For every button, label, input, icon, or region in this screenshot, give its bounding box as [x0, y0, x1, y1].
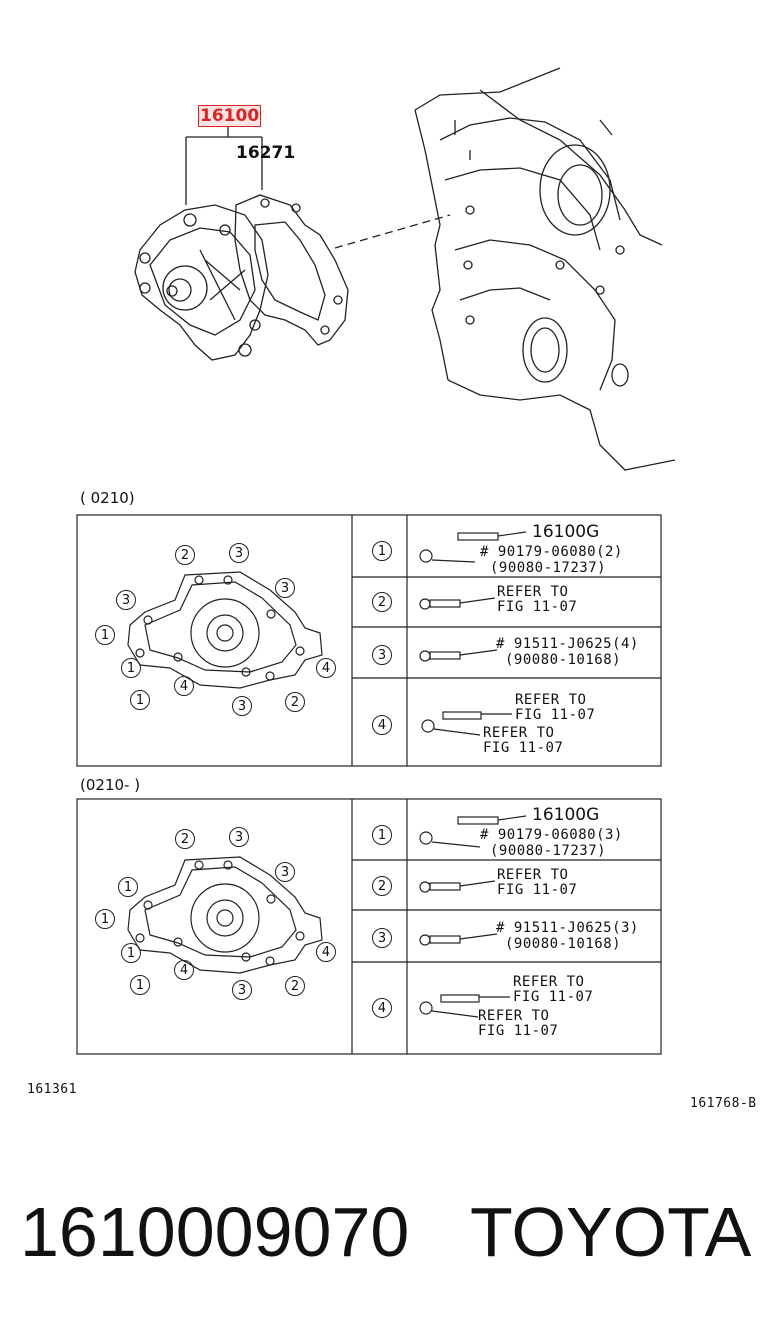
bolt-marker: 2	[175, 545, 195, 565]
row-number: 3	[372, 928, 392, 948]
bolt-marker: 2	[175, 829, 195, 849]
figure-id-right: 161768-B	[690, 1096, 757, 1111]
row-number: 1	[372, 825, 392, 845]
part-number-title: 1610009070	[20, 1193, 410, 1271]
row-number: 2	[372, 876, 392, 896]
panel-2-range-label: (0210- )	[80, 776, 141, 794]
bolt-marker: 1	[121, 658, 141, 678]
figure-ref-link[interactable]: FIG 11-07	[497, 882, 578, 898]
bolt-marker: 3	[275, 578, 295, 598]
part-number-ref[interactable]: # 90179-06080(2)	[480, 544, 623, 560]
bolt-marker: 3	[232, 696, 252, 716]
brand-name: TOYOTA	[470, 1193, 752, 1271]
bolt-marker: 2	[285, 976, 305, 996]
figure-ref-link[interactable]: FIG 11-07	[513, 989, 594, 1005]
row-number: 3	[372, 645, 392, 665]
gasket-callout: 16271	[236, 143, 296, 163]
refer-text: REFER TO	[515, 692, 587, 708]
refer-text: REFER TO	[513, 974, 585, 990]
row-number: 1	[372, 541, 392, 561]
bolt-marker: 1	[95, 909, 115, 929]
alt-part-number: (90080-10168)	[505, 652, 622, 668]
bolt-marker: 2	[285, 692, 305, 712]
bolt-marker: 4	[316, 942, 336, 962]
bolt-marker: 1	[130, 975, 150, 995]
main-part-highlight[interactable]: 16100	[198, 105, 262, 127]
refer-text: REFER TO	[497, 584, 569, 600]
bolt-marker: 3	[229, 543, 249, 563]
refer-text: REFER TO	[483, 725, 555, 741]
figure-ref-link[interactable]: FIG 11-07	[478, 1023, 559, 1039]
figure-ref-link[interactable]: FIG 11-07	[497, 599, 578, 615]
bolt-marker: 1	[130, 690, 150, 710]
bolt-marker: 3	[275, 862, 295, 882]
bolt-marker: 4	[174, 960, 194, 980]
bolt-marker: 3	[232, 980, 252, 1000]
figure-id-left: 161361	[27, 1082, 77, 1097]
alt-part-number: (90080-10168)	[505, 936, 622, 952]
part-number-ref[interactable]: # 91511-J0625(3)	[496, 920, 639, 936]
figure-ref-link[interactable]: FIG 11-07	[515, 707, 596, 723]
row-number: 4	[372, 998, 392, 1018]
main-part-callout: 16100	[198, 105, 262, 127]
part-code[interactable]: 16100G	[532, 522, 600, 542]
bolt-marker: 3	[229, 827, 249, 847]
figure-ref-link[interactable]: FIG 11-07	[483, 740, 564, 756]
bolt-marker: 3	[116, 590, 136, 610]
bolt-marker: 1	[121, 943, 141, 963]
alt-part-number: (90080-17237)	[490, 843, 607, 859]
alt-part-number: (90080-17237)	[490, 560, 607, 576]
part-code[interactable]: 16100G	[532, 805, 600, 825]
exploded-view-illustration	[134, 67, 676, 471]
refer-text: REFER TO	[478, 1008, 550, 1024]
row-number: 4	[372, 715, 392, 735]
bolt-marker: 4	[174, 676, 194, 696]
part-number-ref[interactable]: # 90179-06080(3)	[480, 827, 623, 843]
row-number: 2	[372, 592, 392, 612]
panel-1-range-label: ( 0210)	[80, 489, 135, 507]
bolt-marker: 1	[118, 877, 138, 897]
bolt-marker: 1	[95, 625, 115, 645]
part-number-ref[interactable]: # 91511-J0625(4)	[496, 636, 639, 652]
refer-text: REFER TO	[497, 867, 569, 883]
bolt-marker: 4	[316, 658, 336, 678]
